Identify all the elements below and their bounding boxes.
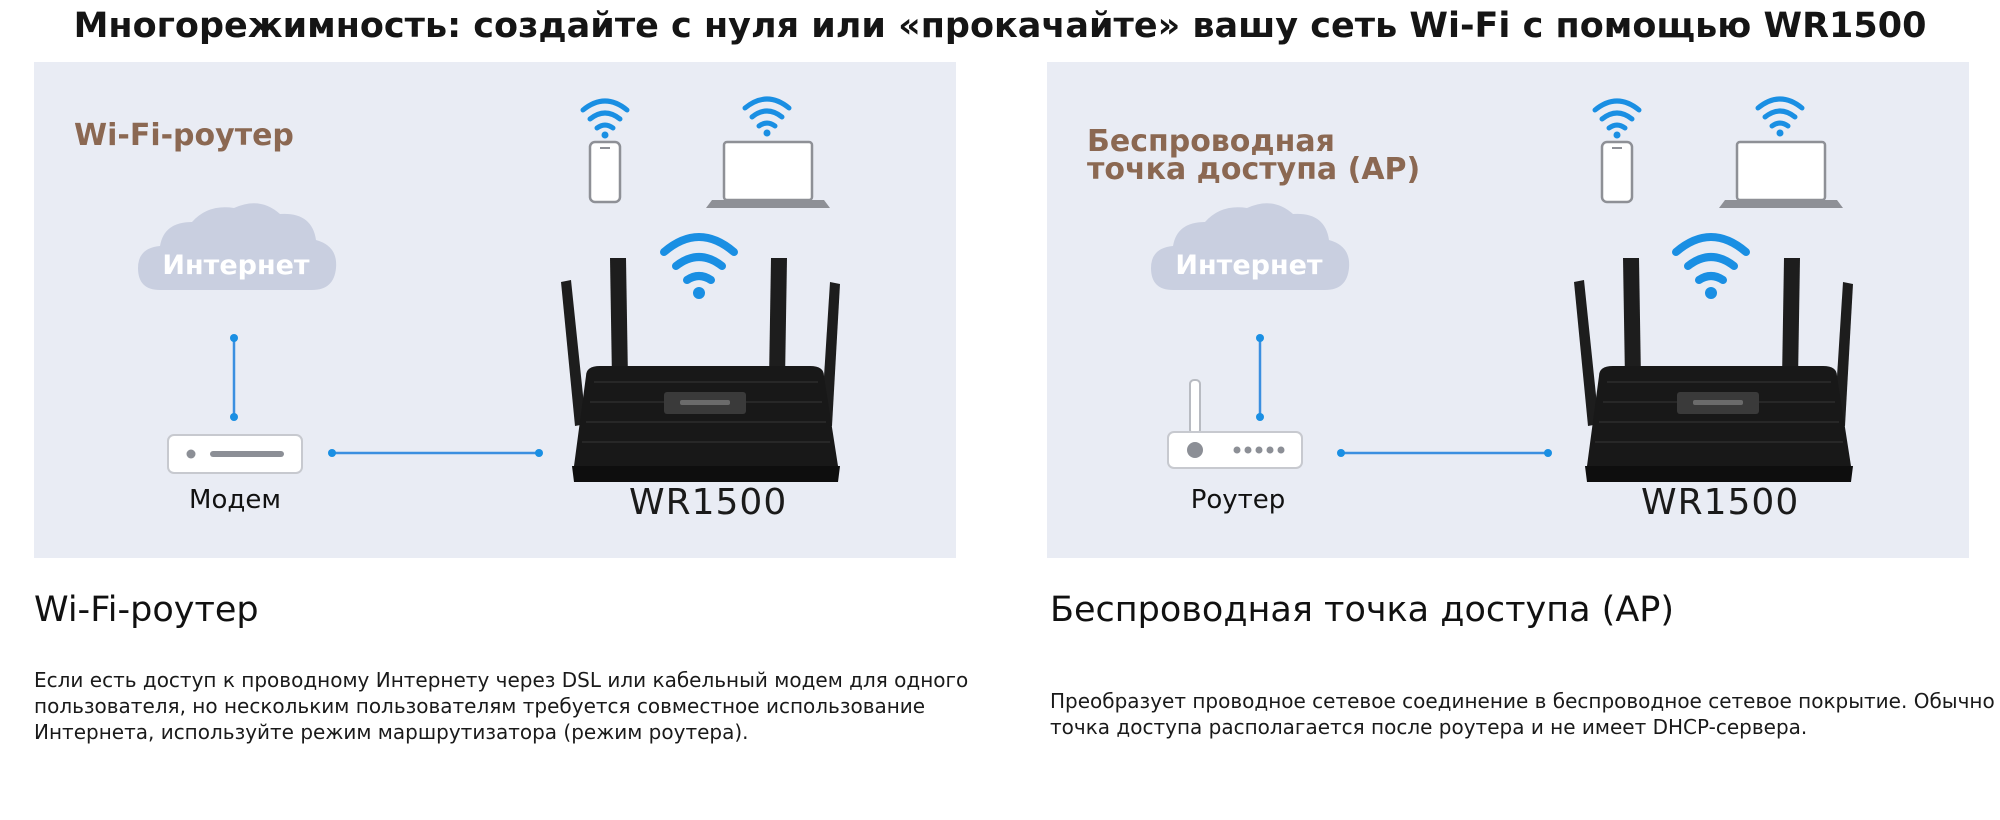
ap-mode-label-line1: Беспроводная <box>1087 124 1335 159</box>
cloud-to-modem-connector <box>230 334 238 421</box>
router-section-body: Если есть доступ к проводному Интернету … <box>34 667 968 745</box>
wr1500-router-image <box>561 258 840 482</box>
cloud-icon <box>138 203 337 290</box>
cloud-to-router-connector <box>1256 334 1264 421</box>
upstream-router-label: Роутер <box>1190 485 1286 515</box>
ap-description-line: точка доступа располагается после роутер… <box>1050 715 1808 739</box>
ap-model-label: WR1500 <box>1641 482 1800 523</box>
ap-mode-label-line2: точка доступа (AP) <box>1087 152 1421 187</box>
modem-icon <box>167 434 303 474</box>
router-description-line: пользователя, но нескольким пользователя… <box>34 694 926 718</box>
router-mode-diagram: Wi-Fi-роутер Интернет <box>34 62 956 558</box>
router-wifi-icon <box>660 233 738 284</box>
modem-to-router-connector <box>328 449 543 457</box>
router-model-label: WR1500 <box>629 482 788 523</box>
router-description-line: Если есть доступ к проводному Интернету … <box>34 668 969 692</box>
laptop-icon <box>706 140 830 208</box>
laptop-icon <box>1719 140 1843 208</box>
laptop-wifi-icon <box>742 96 792 129</box>
upstream-router-icon <box>1167 379 1303 469</box>
phone-wifi-icon <box>1592 98 1642 131</box>
phone-wifi-icon <box>580 98 630 131</box>
internet-cloud-label: Интернет <box>1175 250 1323 281</box>
modem-label: Модем <box>189 485 281 515</box>
router-to-ap-connector <box>1337 449 1552 457</box>
ap-section-body: Преобразует проводное сетевое соединение… <box>1050 688 1995 740</box>
ap-section-title: Беспроводная точка доступа (AP) <box>1050 590 1675 630</box>
router-description-line: Интернета, используйте режим маршрутизат… <box>34 720 749 744</box>
page-title: Многорежимность: создайте с нуля или «пр… <box>73 6 1927 46</box>
cloud-icon <box>1151 203 1350 290</box>
ap-description-line: Преобразует проводное сетевое соединение… <box>1050 689 1995 713</box>
wr1500-router-image <box>1574 258 1853 482</box>
ap-wifi-icon <box>1672 233 1750 284</box>
smartphone-icon <box>1600 140 1634 204</box>
internet-cloud-label: Интернет <box>162 250 310 281</box>
ap-mode-diagram: Беспроводная точка доступа (AP) Интернет <box>1047 62 1969 558</box>
laptop-wifi-icon <box>1755 96 1805 129</box>
smartphone-icon <box>588 140 622 204</box>
router-mode-label: Wi-Fi-роутер <box>74 118 294 153</box>
router-section-title: Wi-Fi-роутер <box>34 590 259 630</box>
